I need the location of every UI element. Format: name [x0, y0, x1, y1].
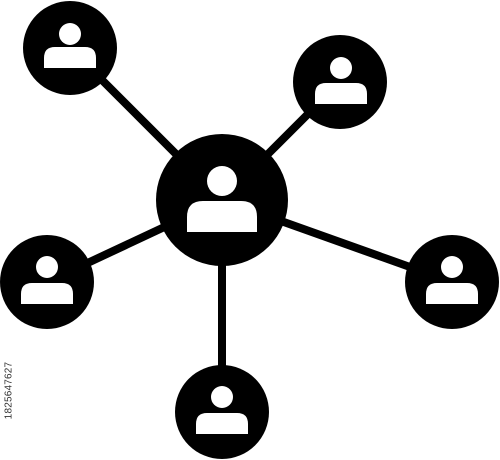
user-icon — [426, 256, 478, 304]
left-user-node — [0, 235, 94, 329]
user-icon — [44, 23, 96, 68]
user-icon — [315, 57, 367, 104]
user-icon — [196, 386, 248, 434]
top-left-user-node — [23, 1, 117, 95]
top-right-user-node — [293, 35, 387, 129]
center-user-node — [156, 134, 288, 266]
bottom-user-node — [175, 365, 269, 459]
stock-image-id-text: 1825647627 — [3, 361, 15, 419]
user-icon — [187, 166, 257, 232]
right-user-node — [405, 235, 499, 329]
user-icon — [21, 256, 73, 304]
stock-image-id-watermark: 1825647627 — [2, 340, 16, 440]
